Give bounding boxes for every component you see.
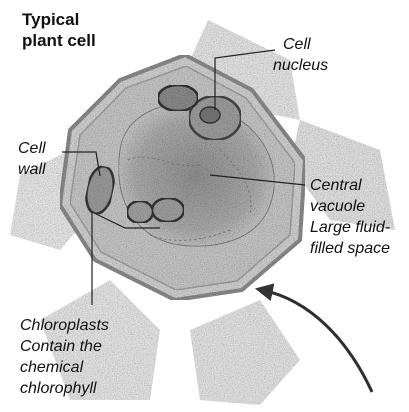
label-chloroplasts-line3: chemical <box>20 359 84 376</box>
label-cell-wall-line1: Cell <box>18 140 46 157</box>
label-chloroplasts-line1: Chloroplasts <box>20 317 109 334</box>
label-chloroplasts-line4: chlorophyll <box>20 380 97 397</box>
diagram-title-line1: Typical <box>22 10 79 29</box>
label-vacuole-line2: vacuole <box>310 198 365 215</box>
label-cell-wall-line2: wall <box>18 161 46 178</box>
label-vacuole-line3: Large fluid- <box>310 219 390 236</box>
label-chloroplasts-line2: Contain the <box>20 338 102 355</box>
diagram-title-line2: plant cell <box>22 31 96 50</box>
organelle <box>158 85 198 111</box>
label-vacuole-line1: Central <box>310 177 362 194</box>
label-vacuole-line4: filled space <box>310 240 390 257</box>
label-nucleus-line2: nucleus <box>273 57 328 74</box>
label-nucleus-line1: Cell <box>283 36 311 53</box>
